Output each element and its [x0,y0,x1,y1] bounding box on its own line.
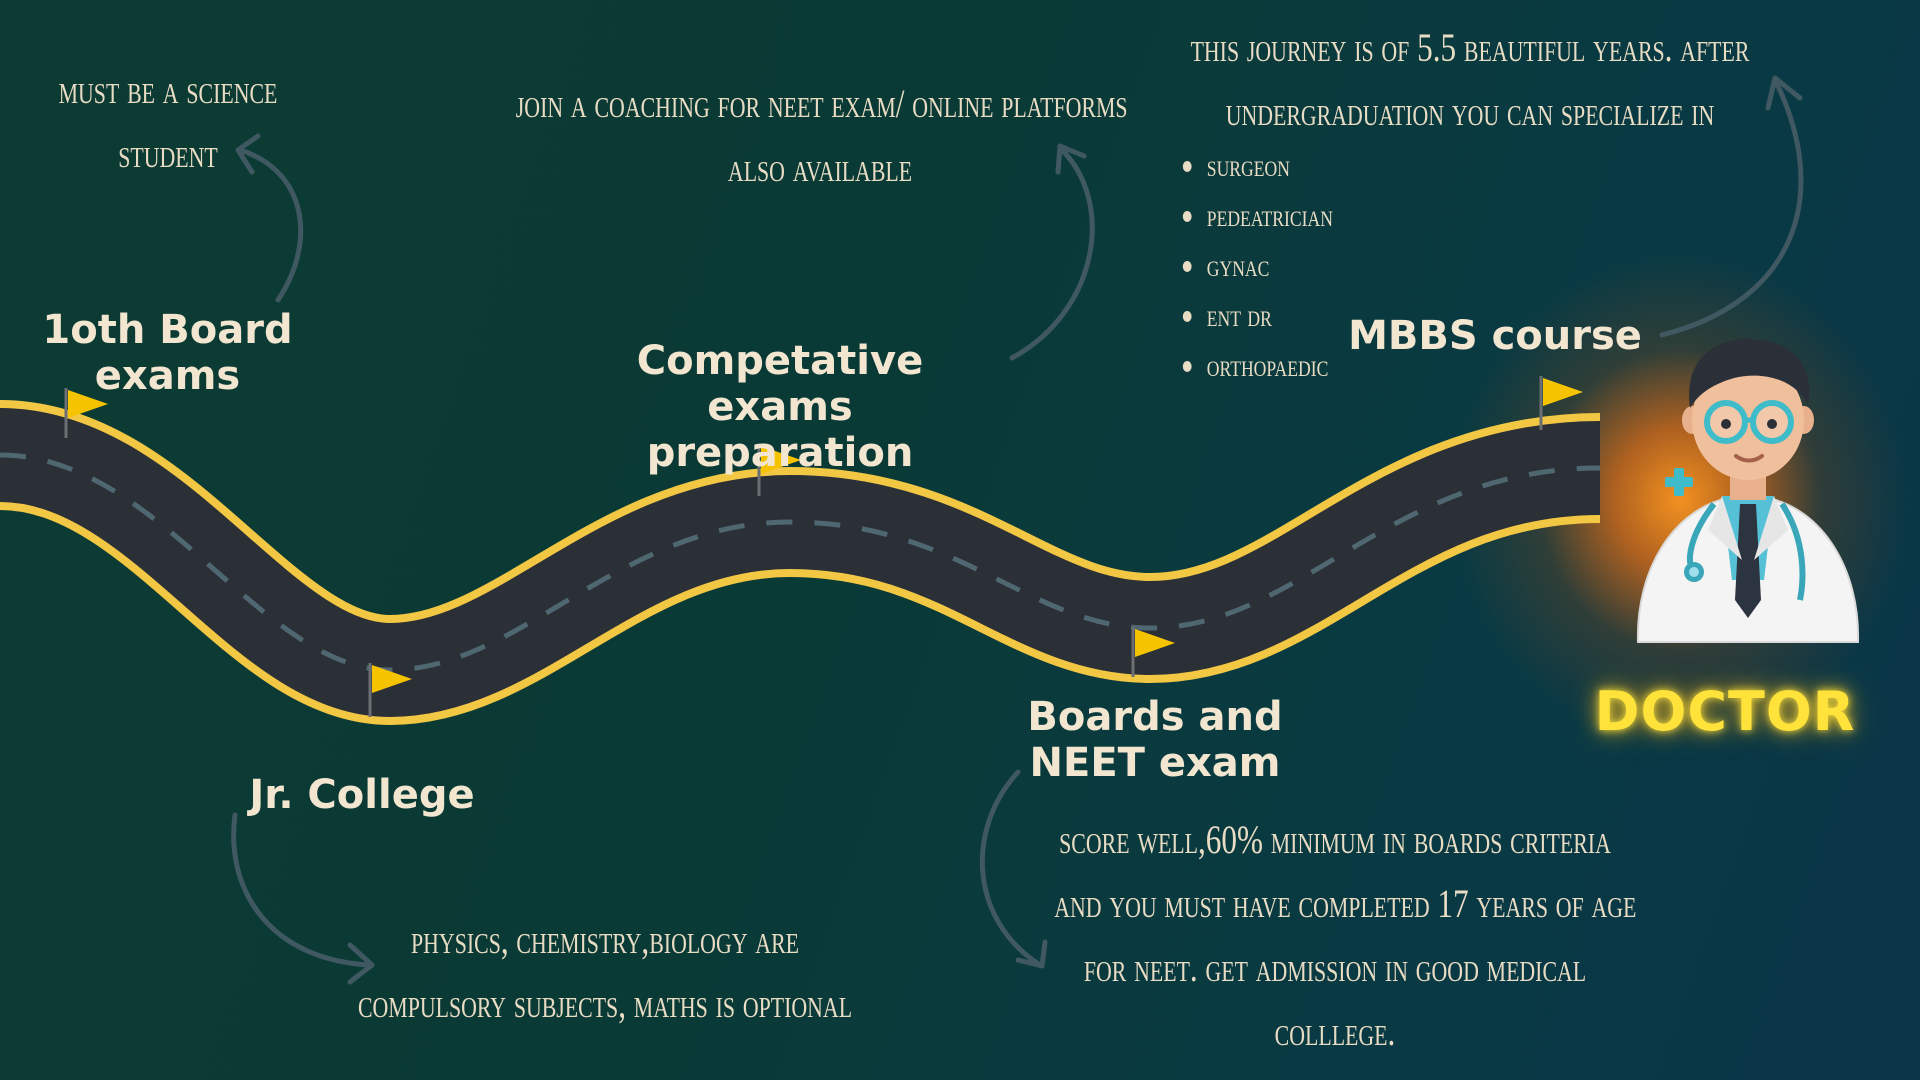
medical-cross-icon [1665,468,1693,496]
note-score-criteria: Score well,60% minimum in boards criteri… [1054,808,1637,1064]
stage-mbbs-course: MBBS course [1345,313,1645,359]
stage-boards-neet-line2: NEET exam [1029,740,1281,786]
stage-jr-college-line1: Jr. College [249,772,475,818]
flag-icon [1539,376,1583,430]
stage-boards-neet-line1: Boards and [1027,694,1283,740]
stage-boards-neet: Boards and NEET exam [1020,694,1290,786]
specialization-list: surgeon pedeatrician gynac ent dr orthop… [1178,140,1372,390]
arrow-icon [1009,143,1095,361]
note-coaching-line2: also available [727,145,913,190]
stage-jr-college: Jr. College [232,772,492,818]
note-coaching: Join a coaching for NEET exam/ online pl… [515,72,1128,200]
arrow-icon [231,812,375,985]
note-subjects-line2: compulsory subjects, maths is optional [357,981,853,1026]
note-score-line1: Score well,60% minimum in boards criteri… [1059,817,1611,862]
stage-board-exams-line1: 1oth Board [42,307,293,353]
arrow-icon [235,133,304,303]
note-journey: this journey is of 5.5 beautiful years. … [1174,16,1767,144]
flag-icon [757,444,801,496]
road-lane-dashes [0,452,1601,673]
note-subjects: Physics, Chemistry,biology are compulsor… [309,908,902,1036]
doctor-label: DOCTOR [1594,680,1856,743]
arrow-icon [979,769,1048,969]
stage-competitive-exams: Competative exams preparation [560,338,1000,476]
road [0,400,1602,726]
specialization-item: orthopaedic [1178,340,1333,390]
specialization-item: ent dr [1178,290,1333,340]
flag-icon [1131,627,1175,677]
specialization-item: gynac [1178,240,1333,290]
note-science-line2: student [118,131,218,176]
note-journey-line2: undergraduation you can specialize in [1225,89,1715,134]
specialization-item: surgeon [1178,140,1333,190]
stage-board-exams: 1oth Board exams [30,307,305,399]
stage-competitive-exams-line1: Competative exams [636,338,924,430]
flag-icon [368,663,412,717]
doctor-avatar-icon [1636,338,1860,643]
arrow-icon [1659,75,1804,338]
note-coaching-line1: Join a coaching for NEET exam/ online pl… [515,81,1128,126]
specialization-item: pedeatrician [1178,190,1333,240]
note-score-line3: for neet. get admission in good medical [1083,945,1587,990]
flag-icon [64,388,108,438]
stage-mbbs-course-line1: MBBS course [1348,313,1642,359]
stage-board-exams-line2: exams [94,353,241,399]
note-science-student: must be a Science student [51,58,285,186]
note-journey-line1: this journey is of 5.5 beautiful years. … [1190,25,1750,70]
note-subjects-line1: Physics, Chemistry,biology are [411,917,799,962]
note-score-line2: and you must have completed 17 years of … [1054,881,1637,926]
note-score-line4: colllege. [1274,1009,1396,1054]
stage-competitive-exams-line2: preparation [646,430,914,476]
note-science-line1: must be a Science [58,67,278,112]
